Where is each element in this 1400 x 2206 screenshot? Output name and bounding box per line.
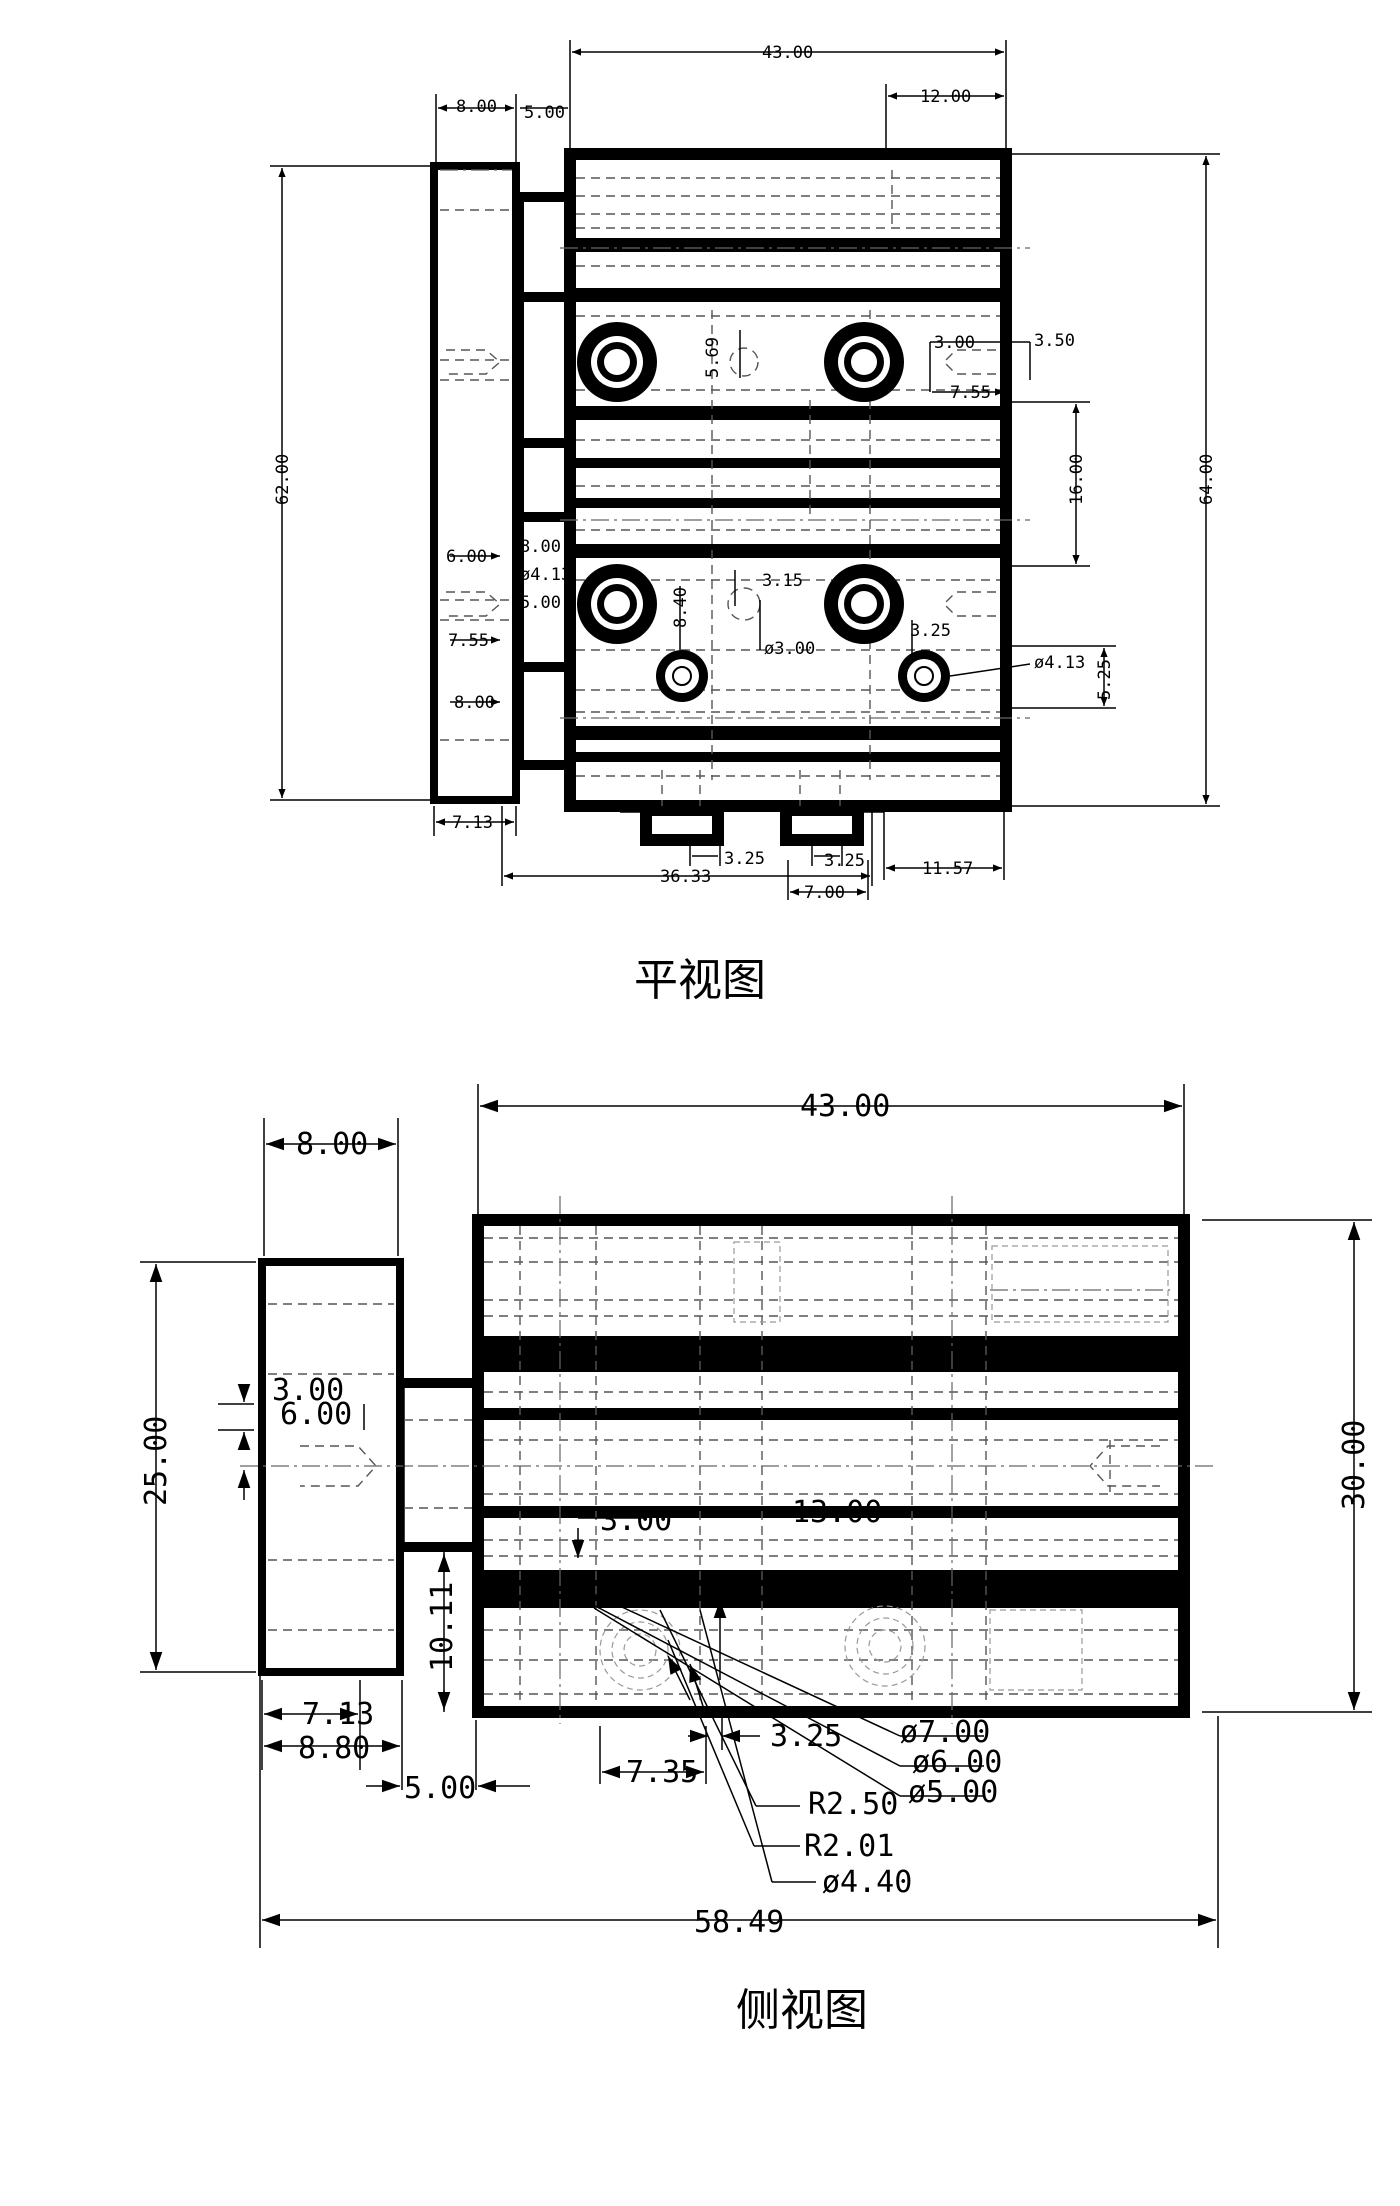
top-dim-rib-3-15: 3.15 <box>762 571 803 591</box>
side-dim-bottom-3-25: 3.25 <box>770 1719 842 1754</box>
top-dim-left-7-55: 7.55 <box>448 631 489 651</box>
top-dim-gap: 5.00 <box>524 103 565 123</box>
side-dim-body-height: 30.00 <box>1337 1420 1372 1510</box>
top-view: 43.00 12.00 8.00 5.00 62.00 64.00 3.00 3… <box>270 40 1220 1006</box>
top-dim-bottom-36-33: 36.33 <box>660 867 711 887</box>
side-end-plate <box>258 1258 404 1676</box>
side-dim-mid-13: 13.00 <box>792 1495 882 1530</box>
side-dim-lower-10-11: 10.11 <box>425 1582 460 1672</box>
top-boss-lower-left <box>577 564 657 644</box>
top-dim-hole-pitch: 16.00 <box>1067 454 1087 505</box>
side-dim-plate-height: 25.00 <box>139 1416 174 1506</box>
side-dim-offset-3: 3.00 <box>272 1373 344 1408</box>
top-dim-bottom-7: 7.00 <box>804 883 845 903</box>
side-dim-dia-4-40: ø4.40 <box>822 1865 912 1900</box>
top-boss-upper-left <box>577 322 657 402</box>
side-dim-bottom-7-35: 7.35 <box>626 1755 698 1790</box>
side-dim-bottom-8-80: 8.80 <box>298 1731 370 1766</box>
top-small-hole-left <box>656 650 708 702</box>
side-main-body <box>472 1214 1190 1718</box>
top-dim-left-8: 8.00 <box>520 537 561 557</box>
top-view-title: 平视图 <box>634 955 766 1006</box>
top-dim-dia-4-13: ø4.13 <box>520 565 571 585</box>
top-main-body <box>564 148 1012 812</box>
top-small-hole-right <box>898 650 950 702</box>
top-dim-bottom-3-25b: 3.25 <box>824 851 865 871</box>
side-ghost-boss-right <box>844 1605 926 1687</box>
top-dim-right-offset: 12.00 <box>920 87 971 107</box>
side-dim-dia-6: ø6.00 <box>912 1745 1002 1780</box>
top-dim-left-8b: 8.00 <box>454 693 495 713</box>
side-dim-overall-width: 43.00 <box>800 1089 890 1124</box>
top-dim-bottom-11-57: 11.57 <box>922 859 973 879</box>
side-view-title: 侧视图 <box>736 1985 868 2036</box>
side-dim-r-2-50: R2.50 <box>808 1787 898 1822</box>
top-dim-right-5-25: 5.25 <box>1095 659 1115 700</box>
top-dim-bolt-3-25: 3.25 <box>910 621 951 641</box>
side-dim-dia-5: ø5.00 <box>908 1775 998 1810</box>
side-dim-r-2-01: R2.01 <box>804 1829 894 1864</box>
side-dim-dia-7: ø7.00 <box>900 1715 990 1750</box>
side-dim-offset-6: 6.00 <box>280 1397 352 1432</box>
top-dim-port-offset-b: 3.50 <box>1034 331 1075 351</box>
top-dim-dia-3: ø3.00 <box>764 639 815 659</box>
top-dim-overall-width: 43.00 <box>762 43 813 63</box>
side-view: 43.00 8.00 25.00 30.00 3.00 6.00 3.00 13… <box>139 1084 1372 2036</box>
top-dim-left-5: 5.00 <box>520 593 561 613</box>
top-dim-plate-height: 62.00 <box>273 454 293 505</box>
top-dim-center-mark: 5.69 <box>703 337 723 378</box>
side-dim-bottom-5: 5.00 <box>404 1771 476 1806</box>
top-dim-bottom-3-25a: 3.25 <box>724 849 765 869</box>
side-ghost-boss-left <box>599 1609 681 1691</box>
top-dim-plate-thickness: 8.00 <box>456 97 497 117</box>
top-dim-rib-8-40: 8.40 <box>671 587 691 628</box>
top-dim-left-6: 6.00 <box>446 547 487 567</box>
top-dim-port-offset-a: 3.00 <box>934 333 975 353</box>
top-dim-dia-4-13-right: ø4.13 <box>1034 653 1085 673</box>
side-dim-plate-thickness: 8.00 <box>296 1127 368 1162</box>
top-dim-bottom-7-13: 7.13 <box>452 813 493 833</box>
side-dim-overall-length: 58.49 <box>694 1905 784 1940</box>
top-dim-port-depth: 7.55 <box>950 383 991 403</box>
side-dim-bottom-7-13: 7.13 <box>302 1697 374 1732</box>
side-dim-bore-3: 3.00 <box>600 1503 672 1538</box>
top-dim-body-height: 64.00 <box>1197 454 1217 505</box>
top-boss-lower-right <box>824 564 904 644</box>
top-boss-upper-right <box>824 322 904 402</box>
